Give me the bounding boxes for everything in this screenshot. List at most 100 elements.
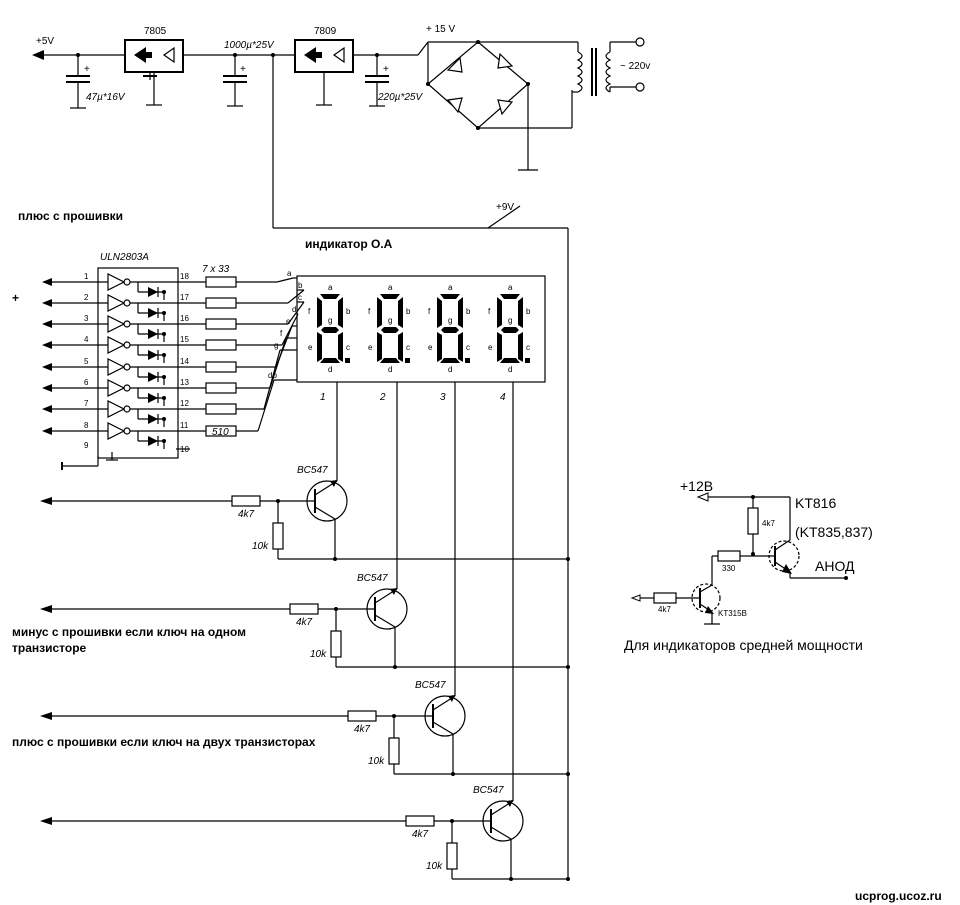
svg-text:d: d	[508, 365, 512, 374]
emitter-resistor	[446, 842, 458, 870]
svg-text:c: c	[526, 343, 530, 352]
emitter-resistor	[388, 737, 400, 765]
segment-label: f	[280, 329, 283, 338]
segment-a	[380, 294, 400, 299]
uln-pin-left: 2	[84, 293, 89, 302]
watermark: ucprog.ucoz.ru	[855, 889, 942, 903]
plus-fw-label: плюс с прошивки	[18, 209, 123, 223]
uln-pin-right: 16	[180, 314, 189, 323]
base-resistor	[231, 495, 261, 507]
segment-e	[497, 332, 502, 362]
segment-c	[398, 332, 403, 362]
segment-f	[317, 297, 322, 328]
digit-number: 1	[320, 392, 326, 403]
uln-pin-right: 13	[180, 378, 189, 387]
segment-label: b	[298, 281, 303, 290]
base-resistor	[405, 815, 435, 827]
uln-pin-left: 5	[84, 357, 89, 366]
svg-text:d: d	[388, 365, 392, 374]
svg-text:c: c	[346, 343, 350, 352]
base-resistor-label: 4k7	[238, 509, 255, 520]
segment-b	[518, 297, 523, 328]
uln-pin-left: 8	[84, 421, 89, 430]
segment-d	[440, 358, 460, 363]
mains-label: ~ 220v	[620, 61, 650, 72]
uln-pin-right: 14	[180, 357, 189, 366]
segment-f	[437, 297, 442, 328]
reg2-label: 7809	[314, 26, 337, 37]
transistor-label: BC547	[473, 785, 504, 796]
svg-text:b: b	[406, 307, 411, 316]
segment-resistor	[205, 361, 237, 373]
svg-text:g: g	[328, 316, 332, 325]
uln-pin-right: 12	[180, 399, 189, 408]
segment-g	[441, 327, 459, 333]
side-caption: Для индикаторов средней мощности	[624, 637, 863, 653]
segment-e	[377, 332, 382, 362]
segment-dp	[405, 358, 410, 363]
medium-power-circuit: +12В 4k7 KT816 (KT835,837) АНОД 330	[624, 478, 873, 653]
res-dp-label: 510	[212, 427, 229, 438]
transistor-key: 4k7 10k BC547	[40, 573, 570, 669]
kt315-label: KT315B	[718, 609, 747, 618]
r330-label: 330	[722, 564, 736, 573]
base-resistor-label: 4k7	[354, 724, 371, 735]
uln-pin-right: 15	[180, 335, 189, 344]
svg-text:d: d	[328, 365, 332, 374]
svg-text:d: d	[448, 365, 452, 374]
power-supply: +5V + 47µ*16V 7805 + 1000µ*25V	[32, 24, 650, 171]
r4k7a-label: 4k7	[762, 519, 775, 528]
transistor-label: BC547	[415, 680, 446, 691]
emitter-resistor-label: 10k	[426, 861, 443, 872]
segment-g	[381, 327, 399, 333]
segment-resistor	[205, 297, 237, 309]
minus-one-label-2: транзисторе	[12, 641, 87, 655]
segment-a	[500, 294, 520, 299]
emitter-resistor-label: 10k	[310, 649, 327, 660]
svg-text:b: b	[526, 307, 531, 316]
segment-b	[338, 297, 343, 328]
base-resistor-label: 4k7	[296, 617, 313, 628]
anod-label: АНОД	[815, 558, 855, 574]
plus5-label: +5V	[36, 36, 54, 47]
reg1-label: 7805	[144, 26, 167, 37]
uln-pin-left: 3	[84, 314, 89, 323]
digit-number: 4	[500, 392, 506, 403]
plus15-label: + 15 V	[426, 24, 456, 35]
uln-pin-left: 9	[84, 441, 89, 450]
svg-text:f: f	[368, 307, 371, 316]
transistor-label: BC547	[357, 573, 388, 584]
base-resistor-label: 4k7	[412, 829, 429, 840]
segment-label: d	[292, 305, 296, 314]
segment-label: c	[298, 293, 302, 302]
segment-e	[437, 332, 442, 362]
svg-text:b: b	[346, 307, 351, 316]
segment-a	[320, 294, 340, 299]
digit-number: 2	[379, 392, 386, 403]
indicator-title: индикатор О.А	[305, 237, 393, 251]
kt816-label: KT816	[795, 495, 836, 511]
segment-g	[321, 327, 339, 333]
cap2-label: 1000µ*25V	[224, 40, 275, 51]
transistor-key: 4k7 10k BC547	[40, 785, 570, 881]
svg-text:a: a	[448, 283, 453, 292]
segment-d	[320, 358, 340, 363]
uln-channel: 3 16 c	[42, 293, 305, 342]
plus9-label: +9V	[496, 202, 514, 213]
svg-text:g: g	[388, 316, 392, 325]
plus12-label: +12В	[680, 478, 713, 494]
emitter-resistor	[272, 522, 284, 550]
segment-a	[440, 294, 460, 299]
svg-text:e: e	[368, 343, 373, 352]
segment-resistor	[205, 382, 237, 394]
uln-pin-left: 1	[84, 272, 89, 281]
segment-dp	[525, 358, 530, 363]
base-resistor	[347, 710, 377, 722]
svg-text:g: g	[448, 316, 452, 325]
segment-f	[377, 297, 382, 328]
